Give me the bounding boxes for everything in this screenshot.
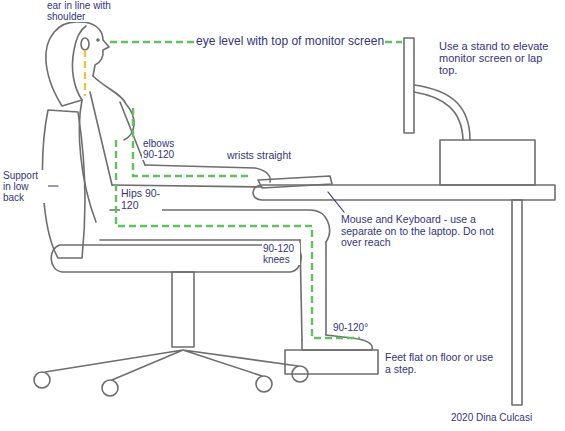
monitor-base: [440, 140, 535, 185]
annotation-label: 90-120 knees: [262, 243, 300, 265]
elbow-angle-line: [133, 108, 250, 176]
upper-arm: [90, 92, 145, 185]
annotation-label: Mouse and Keyboard - use a separate on t…: [340, 214, 507, 249]
monitor-stand: [414, 85, 470, 140]
monitor-screen: [404, 38, 414, 133]
annotation-label: eye level with top of monitor screen: [195, 35, 385, 48]
chair-caster: [256, 376, 272, 392]
annotation-label: Support in low back: [2, 170, 48, 203]
annotation-label: Feet flat on floor or use a step.: [384, 352, 498, 375]
chair-base: [45, 350, 298, 380]
desk-leg: [512, 200, 522, 405]
annotation-label: elbows 90-120: [142, 138, 190, 160]
foot-step: [285, 350, 378, 374]
keyboard: [258, 176, 332, 188]
annotation-label: wrists straight: [226, 150, 292, 162]
leader-line: [328, 192, 344, 212]
hip-knee-ankle-line: [116, 140, 360, 338]
annotation-label: Use a stand to elevate monitor screen or…: [438, 40, 562, 76]
chair-caster: [34, 372, 50, 388]
annotation-label: ear in line with shoulder: [46, 0, 128, 22]
chair-caster: [102, 380, 118, 396]
ear-shoulder-line: [84, 50, 86, 96]
annotation-label: 90-120°: [332, 322, 369, 333]
desk-top: [253, 185, 555, 200]
annotation-label: 2020 Dina Culcasi: [450, 412, 533, 423]
eye: [97, 39, 99, 41]
monitor-stand: [414, 92, 463, 140]
hair: [46, 22, 86, 106]
annotation-label: Hips 90-120: [120, 188, 162, 211]
ear: [81, 38, 89, 50]
leader-line: [47, 185, 58, 186]
chair-post: [172, 272, 194, 347]
